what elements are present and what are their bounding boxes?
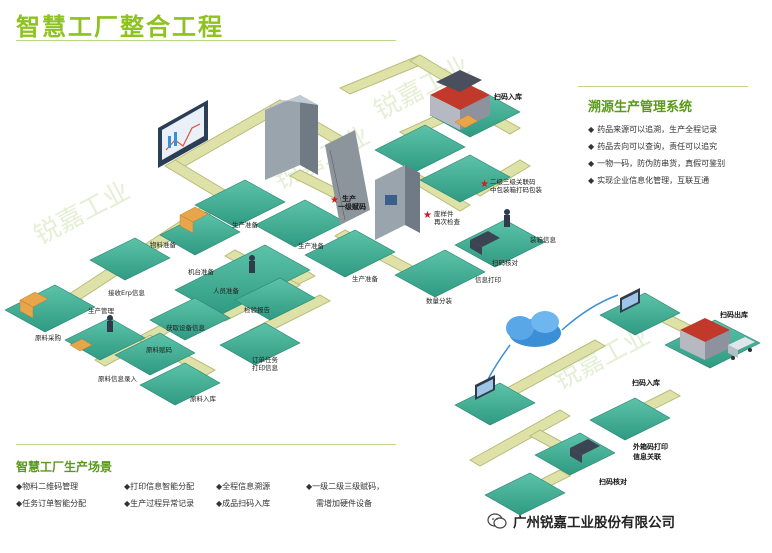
traceability-bullet: ◆药品来源可以追溯，生产全程记录 bbox=[588, 125, 718, 134]
station-platforms bbox=[4, 89, 546, 406]
scenario-item: ◆全程信息溯源 bbox=[216, 482, 271, 491]
wechat-icon bbox=[487, 513, 507, 529]
diamond-icon: ◆ bbox=[216, 499, 223, 508]
scenario-item: ◆一级二级三级赋码， bbox=[306, 482, 385, 491]
traceability-title: 溯源生产管理系统 bbox=[588, 100, 693, 115]
scenario-column-4: ◆一级二级三级赋码， 需增加硬件设备 bbox=[306, 478, 384, 512]
diamond-icon: ◆ bbox=[124, 499, 131, 508]
worker-figures bbox=[107, 209, 510, 332]
label-print-info: 打印信息 bbox=[252, 363, 279, 372]
panel-divider bbox=[16, 444, 396, 445]
network-link bbox=[561, 294, 619, 331]
packaging-machine-icon bbox=[265, 95, 318, 180]
company-name: 广州锐嘉工业股份有限公司 bbox=[513, 515, 675, 531]
traceability-panel: 溯源生产管理系统 ◆药品来源可以追溯，生产全程记录 ◆药品去向可以查询，责任可以… bbox=[578, 86, 764, 189]
label-raw-purchase: 原料采购 bbox=[35, 333, 62, 342]
label-material-prep: 物料准备 bbox=[150, 240, 177, 249]
page-title: 智慧工厂整合工程 bbox=[16, 13, 224, 41]
scenario-item: ◆生产过程异常记录 bbox=[124, 499, 195, 508]
label-device-info: 获取设备信息 bbox=[166, 323, 206, 332]
label-packing-info: 装箱信息 bbox=[530, 235, 557, 244]
label-outer-print-a: 外箱码打印 bbox=[633, 442, 668, 451]
star-icon: ★ bbox=[423, 210, 432, 221]
scenario-item-continued: 需增加硬件设备 bbox=[316, 499, 372, 508]
label-code-check: 扫码核对 bbox=[492, 258, 519, 267]
label-code-check-right: 扫码核对 bbox=[599, 477, 627, 486]
label-info-print: 信息打印 bbox=[475, 275, 501, 284]
star-icon: ★ bbox=[480, 179, 489, 190]
dashboard-monitor-icon bbox=[158, 100, 208, 168]
label-gen-level1: 生产一级赋码 bbox=[338, 194, 366, 211]
label-prod-prep-2: 生产准备 bbox=[298, 241, 325, 250]
label-order-task: 订单任务 bbox=[252, 355, 279, 364]
diamond-icon: ◆ bbox=[124, 482, 131, 491]
scenario-item: ◆任务订单智能分配 bbox=[16, 499, 87, 508]
diamond-icon: ◆ bbox=[216, 482, 223, 491]
label-reject-b: 再次检查 bbox=[434, 217, 461, 226]
label-inspection: 检验报告 bbox=[244, 305, 271, 314]
title-divider bbox=[16, 40, 396, 41]
diamond-icon: ◆ bbox=[588, 125, 595, 134]
traceability-bullet: ◆药品去向可以查询，责任可以追究 bbox=[588, 142, 718, 151]
label-receive-erp: 接收Erp信息 bbox=[108, 288, 145, 297]
label-level23-a: 二级三级关联码 bbox=[490, 177, 536, 186]
diamond-icon: ◆ bbox=[588, 159, 595, 168]
diamond-icon: ◆ bbox=[16, 499, 23, 508]
warehouse-icon bbox=[680, 318, 730, 360]
key-step-markers: ★ ★ ★ bbox=[330, 179, 489, 221]
diamond-icon: ◆ bbox=[306, 482, 313, 491]
label-staff-prep: 人员准备 bbox=[213, 286, 240, 295]
scenario-column-2: ◆打印信息智能分配 ◆生产过程异常记录 bbox=[124, 478, 194, 512]
label-prod-prep-3: 生产准备 bbox=[352, 274, 379, 283]
scenario-column-1: ◆物料二维码管理 ◆任务订单智能分配 bbox=[16, 478, 86, 512]
label-scan-out: 扫码出库 bbox=[720, 310, 748, 319]
laptop-icon bbox=[475, 375, 495, 400]
diamond-icon: ◆ bbox=[16, 482, 23, 491]
label-raw-in: 原料入库 bbox=[190, 394, 217, 403]
label-scan-in-right: 扫码入库 bbox=[632, 378, 660, 387]
conveyor-lift-icon bbox=[325, 130, 370, 225]
diamond-icon: ◆ bbox=[588, 142, 595, 151]
watermark-left: 锐嘉工业 bbox=[29, 176, 135, 251]
scenario-title: 智慧工厂生产场景 bbox=[16, 460, 113, 474]
label-outer-print-b: 信息关联 bbox=[633, 452, 662, 461]
traceability-bullet: ◆一物一码，防伪防串货，真假可鉴别 bbox=[588, 159, 726, 168]
label-scan-in-top: 扫码入库 bbox=[494, 92, 522, 101]
label-raw-coding: 原料赋码 bbox=[146, 345, 173, 354]
label-machine-prep: 机台准备 bbox=[188, 267, 215, 276]
label-manual-split: 数量分装 bbox=[426, 296, 453, 305]
labeling-machine-icon bbox=[375, 165, 420, 240]
scenario-item: ◆成品扫码入库 bbox=[216, 499, 271, 508]
label-printer-icons bbox=[470, 231, 600, 463]
star-icon: ★ bbox=[330, 195, 339, 206]
delivery-truck-icon bbox=[728, 337, 755, 360]
panel-divider bbox=[578, 86, 748, 87]
label-prod-manage: 生产管理 bbox=[88, 306, 115, 315]
scenario-item: ◆打印信息智能分配 bbox=[124, 482, 195, 491]
label-level23-b: 中包装箱打码包装 bbox=[490, 185, 543, 194]
laptop-icon bbox=[620, 288, 640, 313]
label-reject-a: 废样件 bbox=[434, 209, 454, 218]
label-raw-info-entry: 原料信息录入 bbox=[98, 374, 138, 383]
label-prod-prep-1: 生产准备 bbox=[232, 220, 259, 229]
company-credit: 广州锐嘉工业股份有限公司 bbox=[487, 511, 675, 531]
scenario-item: ◆物料二维码管理 bbox=[16, 482, 79, 491]
traceability-bullet: ◆实现企业信息化管理，互联互通 bbox=[588, 176, 710, 185]
scenario-column-3: ◆全程信息溯源 ◆成品扫码入库 bbox=[216, 478, 270, 512]
cloud-icon bbox=[506, 311, 561, 347]
diamond-icon: ◆ bbox=[588, 176, 595, 185]
